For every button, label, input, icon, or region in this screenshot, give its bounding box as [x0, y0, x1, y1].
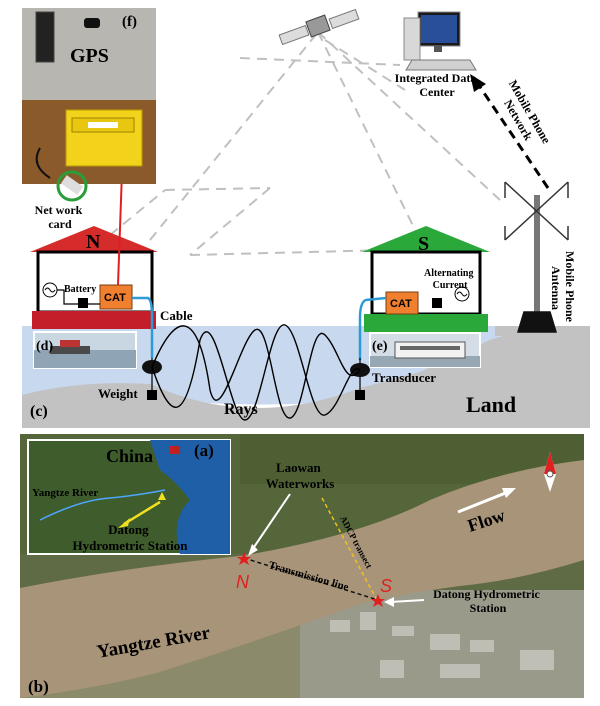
- yangtze-river: [20, 460, 584, 698]
- inset-map-china: [27, 439, 231, 555]
- land-body: [22, 330, 590, 428]
- rays-label: Rays: [224, 401, 258, 418]
- panel-c-label: (c): [30, 403, 48, 420]
- acoustic-rays: [151, 325, 361, 419]
- inset-yangtze-label: Yangtze River: [32, 487, 98, 499]
- mobile-antenna-label: Mobile Phone Antenna: [549, 251, 577, 325]
- photo-f-gps: [22, 8, 156, 202]
- datong-station-label: Datong Hydrometric Station: [433, 587, 543, 615]
- cat-label-n: CAT: [104, 292, 126, 304]
- cat-label-s: CAT: [390, 298, 412, 310]
- mobile-network-label: Mobile Phone Network: [494, 77, 555, 155]
- station-s-letter: S: [418, 233, 429, 255]
- adcp-transect: [321, 497, 379, 603]
- marker-n: [237, 552, 251, 565]
- computer-icon: [403, 11, 477, 71]
- alternating-current-label: Alternating Current: [424, 268, 476, 291]
- land-label: Land: [466, 392, 516, 417]
- station-n-house: [30, 166, 158, 358]
- antenna-icon: [504, 181, 569, 333]
- inset-china-label: China: [106, 446, 153, 466]
- panel-d-label: (d): [36, 339, 53, 354]
- inset-datong-label: Datong Hydrometric Station: [73, 522, 189, 553]
- panel-b-map: China (a) Yangtze River Datong Hydrometr…: [20, 434, 584, 698]
- weight-label: Weight: [98, 386, 138, 401]
- marker-s: [371, 594, 385, 607]
- station-s-house: [358, 226, 490, 360]
- panel-e-label: (e): [372, 339, 388, 354]
- photo-d: [33, 331, 137, 369]
- marker-n-label: N: [236, 572, 250, 592]
- panel-a-label: (a): [194, 441, 214, 460]
- compass-icon: [544, 452, 556, 492]
- wireless-links: [109, 31, 501, 256]
- satellite-icon: [278, 8, 360, 46]
- data-center-label: Integrated Data Center: [395, 71, 480, 99]
- battery-label: Battery: [64, 284, 96, 295]
- gps-title: GPS: [70, 45, 109, 67]
- panel-f-label: (f): [122, 14, 137, 30]
- photo-e: [369, 332, 481, 368]
- laowan-label: Laowan Waterworks: [266, 460, 335, 491]
- panel-c-schematic: Integrated Data Center Mobile Phone Netw…: [20, 8, 590, 428]
- marker-s-label: S: [380, 576, 392, 596]
- cable-label: Cable: [160, 308, 193, 323]
- network-arrow: [476, 83, 550, 189]
- inset-station-marker: [158, 492, 166, 500]
- network-card-label: Net work card: [35, 203, 86, 231]
- transducer-label: Transducer: [372, 370, 436, 385]
- panel-b-label: (b): [28, 677, 49, 696]
- station-n-letter: N: [86, 231, 101, 253]
- transmission-line: [243, 557, 379, 601]
